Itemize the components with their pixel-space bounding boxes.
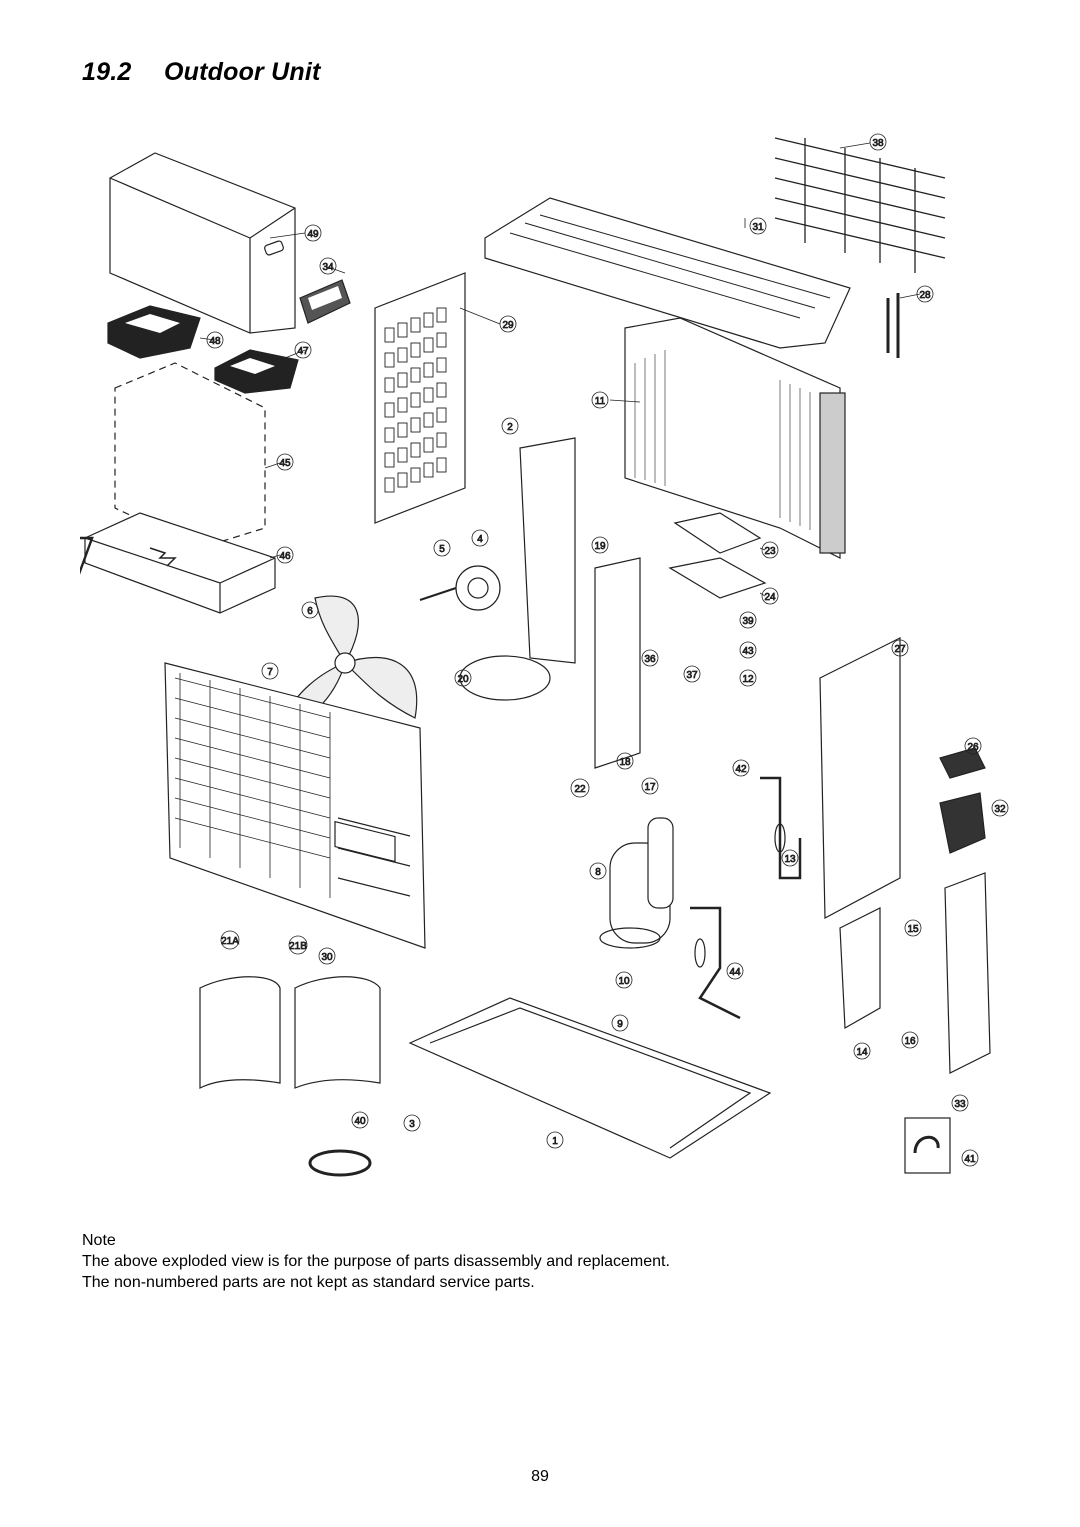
packing-tray — [80, 512, 276, 614]
drain-elbow — [913, 1135, 940, 1154]
terminal-cover-26 — [939, 747, 986, 779]
callout-39: 39 — [742, 616, 754, 627]
callout-46: 46 — [279, 551, 291, 562]
protective-sheet — [114, 362, 266, 549]
callout-27: 27 — [894, 644, 906, 655]
callout-2: 2 — [507, 422, 513, 433]
callout-24: 24 — [764, 592, 776, 603]
callout-36: 36 — [644, 654, 656, 665]
callout-8: 8 — [595, 867, 601, 878]
callout-16: 16 — [904, 1036, 916, 1047]
callout-15: 15 — [907, 924, 919, 935]
callout-28: 28 — [919, 290, 931, 301]
control-box — [594, 557, 641, 769]
side-panel — [374, 272, 466, 524]
callout-19: 19 — [594, 541, 606, 552]
pipe-44 — [690, 906, 741, 1020]
terminal-cover-32 — [939, 792, 986, 854]
part-callouts: 49 34 48 47 45 46 29 31 38 28 11 2 23 24… — [206, 133, 1009, 1167]
callout-38: 38 — [872, 138, 884, 149]
fan-motor — [419, 565, 501, 611]
callout-18: 18 — [619, 757, 631, 768]
callout-41: 41 — [964, 1154, 976, 1165]
terminal-board — [299, 279, 351, 324]
motor-support — [459, 655, 551, 701]
strainer-44 — [694, 938, 706, 968]
callout-23: 23 — [764, 546, 776, 557]
callout-21b: 21B — [289, 941, 307, 952]
callout-20: 20 — [457, 674, 469, 685]
side-plate — [819, 637, 901, 919]
sound-proof-21a — [199, 976, 281, 1089]
section-heading: 19.2 Outdoor Unit — [82, 58, 321, 87]
note-line-2: The non-numbered parts are not kept as s… — [82, 1274, 535, 1291]
control-board — [673, 512, 762, 554]
compressor — [599, 817, 674, 949]
strainer-13 — [774, 823, 786, 853]
packing-block-47 — [214, 349, 299, 394]
callout-21a: 21A — [221, 936, 239, 947]
callout-43: 43 — [742, 646, 754, 657]
callout-26: 26 — [967, 742, 979, 753]
page-number: 89 — [531, 1468, 549, 1485]
callout-1: 1 — [552, 1136, 558, 1147]
callout-5: 5 — [439, 544, 445, 555]
note-block: Note The above exploded view is for the … — [82, 1230, 670, 1293]
callout-17: 17 — [644, 782, 656, 793]
callout-45: 45 — [279, 458, 291, 469]
callout-4: 4 — [477, 534, 483, 545]
wire-guard — [774, 137, 946, 273]
sensor-holder — [886, 293, 900, 358]
base-pan — [408, 997, 772, 1159]
section-number: 19.2 — [82, 58, 132, 86]
callout-9: 9 — [617, 1019, 623, 1030]
callout-30: 30 — [321, 952, 333, 963]
callout-47: 47 — [297, 346, 309, 357]
callout-34: 34 — [322, 262, 334, 273]
callout-40: 40 — [354, 1116, 366, 1127]
callout-12: 12 — [742, 674, 754, 685]
callout-6: 6 — [307, 606, 313, 617]
callout-3: 3 — [409, 1119, 415, 1130]
pipe-13 — [760, 776, 802, 880]
callout-33: 33 — [954, 1099, 966, 1110]
callout-22: 22 — [574, 784, 586, 795]
callout-42: 42 — [735, 764, 747, 775]
carton-box — [109, 152, 296, 334]
note-line-1: The above exploded view is for the purpo… — [82, 1253, 670, 1270]
front-panel — [164, 662, 426, 949]
condenser-coil — [624, 317, 846, 559]
sound-proof-21b — [294, 976, 381, 1089]
side-cover — [944, 872, 991, 1074]
exploded-view-diagram: 49 34 48 47 45 46 29 31 38 28 11 2 23 24… — [80, 133, 1009, 1177]
callout-32: 32 — [994, 804, 1006, 815]
control-board-cover — [668, 557, 767, 599]
section-title: Outdoor Unit — [164, 58, 321, 86]
partition-plate — [519, 437, 576, 664]
callout-10: 10 — [618, 976, 630, 987]
callout-44: 44 — [729, 967, 741, 978]
callout-13: 13 — [784, 854, 796, 865]
callout-14: 14 — [856, 1047, 868, 1058]
note-heading: Note — [82, 1232, 116, 1249]
callout-49: 49 — [307, 229, 319, 240]
callout-37: 37 — [686, 670, 698, 681]
callout-7: 7 — [267, 667, 273, 678]
callout-48: 48 — [209, 336, 221, 347]
packing-block-48 — [107, 305, 201, 359]
drain-elbow-box — [904, 1117, 951, 1174]
callout-29: 29 — [502, 320, 514, 331]
hose-band — [308, 1149, 372, 1177]
callout-11: 11 — [595, 396, 606, 407]
callout-31: 31 — [752, 222, 764, 233]
top-panel — [484, 197, 851, 349]
valve-plate — [839, 907, 881, 1030]
